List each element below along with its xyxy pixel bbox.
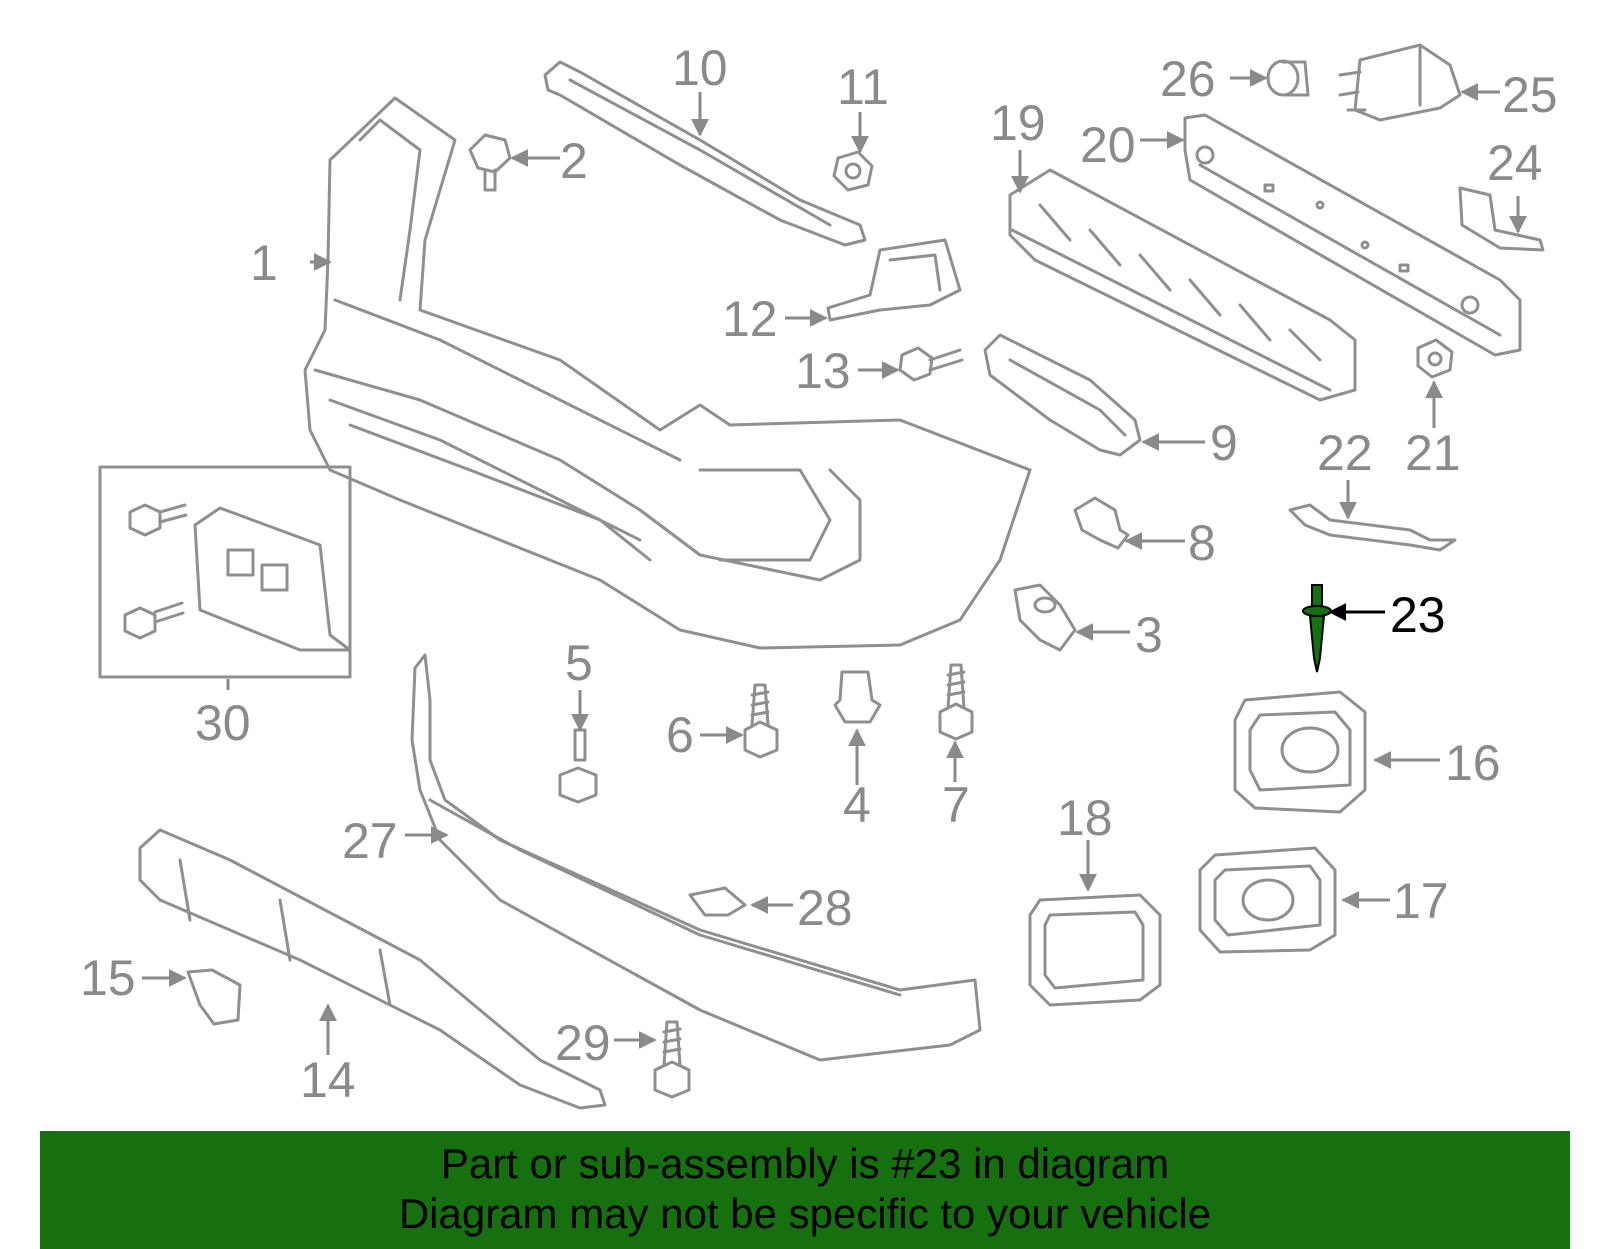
callout-20[interactable]: 20	[1080, 117, 1136, 173]
part-14-lower-grille[interactable]	[138, 828, 607, 1110]
callout-25[interactable]: 25	[1502, 67, 1558, 123]
notice-line-2: Diagram may not be specific to your vehi…	[398, 1190, 1212, 1237]
part-18-bracket[interactable]	[1028, 893, 1162, 1007]
callout-3[interactable]: 3	[1135, 607, 1163, 663]
part-10-retainer[interactable]	[543, 60, 867, 247]
callout-9[interactable]: 9	[1210, 415, 1238, 471]
part-7-screw[interactable]	[938, 663, 974, 741]
part-27-spoiler[interactable]	[410, 653, 982, 1062]
callout-7[interactable]: 7	[942, 777, 970, 833]
part-28-clip[interactable]	[688, 886, 747, 917]
callout-13[interactable]: 13	[795, 343, 851, 399]
callout-18[interactable]: 18	[1057, 790, 1113, 846]
callout-labels: 1 2 3 4 5 6 7 8 9 10 11 12 13 14 15 16 1…	[80, 40, 1558, 1108]
callout-8[interactable]: 8	[1188, 515, 1216, 571]
part-25-module[interactable]	[1338, 43, 1462, 122]
callout-4[interactable]: 4	[843, 777, 871, 833]
callout-17[interactable]: 17	[1393, 873, 1449, 929]
notice-banner: Part or sub-assembly is #23 in diagram D…	[40, 1131, 1570, 1249]
notice-line-1: Part or sub-assembly is #23 in diagram	[440, 1140, 1170, 1187]
callout-28[interactable]: 28	[797, 880, 853, 936]
part-30-inset[interactable]	[98, 465, 352, 679]
part-17-bezel[interactable]	[1198, 846, 1337, 954]
part-12-bracket[interactable]	[826, 238, 962, 322]
callout-2[interactable]: 2	[560, 133, 588, 189]
part-29-bolt[interactable]	[653, 1020, 691, 1099]
callout-10[interactable]: 10	[672, 40, 728, 96]
part-15-clip[interactable]	[186, 968, 242, 1026]
callout-22[interactable]: 22	[1317, 425, 1373, 481]
part-3-bracket[interactable]	[1013, 583, 1077, 652]
callout-27[interactable]: 27	[342, 813, 398, 869]
callout-19[interactable]: 19	[990, 95, 1046, 151]
part-13-bolt[interactable]	[898, 346, 964, 382]
part-2-clip[interactable]	[468, 133, 512, 192]
part-8-clip[interactable]	[1073, 496, 1130, 550]
callout-24[interactable]: 24	[1487, 135, 1543, 191]
part-6-screw[interactable]	[743, 683, 779, 759]
callout-12[interactable]: 12	[722, 291, 778, 347]
part-26-sensor[interactable]	[1266, 59, 1310, 97]
part-23-rivet[interactable]	[1302, 584, 1332, 673]
part-24-bracket[interactable]	[1458, 186, 1545, 252]
callout-11[interactable]: 11	[837, 59, 889, 115]
callout-6[interactable]: 6	[666, 707, 694, 763]
part-19-absorber[interactable]	[1008, 168, 1357, 402]
part-4-clip[interactable]	[833, 670, 882, 724]
part-16-cover[interactable]	[1233, 690, 1367, 814]
callout-15[interactable]: 15	[80, 950, 136, 1006]
callout-16[interactable]: 16	[1445, 735, 1501, 791]
callout-21[interactable]: 21	[1405, 425, 1461, 481]
callout-arrows	[142, 69, 1527, 1055]
part-5-stud[interactable]	[558, 728, 598, 804]
callout-29[interactable]: 29	[555, 1015, 611, 1071]
callout-30[interactable]: 30	[195, 695, 251, 751]
part-22-strip[interactable]	[1288, 503, 1457, 552]
part-9-absorber[interactable]	[983, 333, 1142, 457]
part-1-bumper-cover[interactable]	[303, 96, 1032, 650]
part-21-nut[interactable]	[1416, 338, 1454, 379]
part-20-reinforcement[interactable]	[1183, 113, 1522, 357]
callout-23[interactable]: 23	[1390, 587, 1446, 643]
callout-1[interactable]: 1	[250, 235, 278, 291]
callout-5[interactable]: 5	[565, 635, 593, 691]
part-11-nut[interactable]	[832, 150, 874, 192]
callout-26[interactable]: 26	[1160, 51, 1216, 107]
callout-14[interactable]: 14	[300, 1052, 356, 1108]
